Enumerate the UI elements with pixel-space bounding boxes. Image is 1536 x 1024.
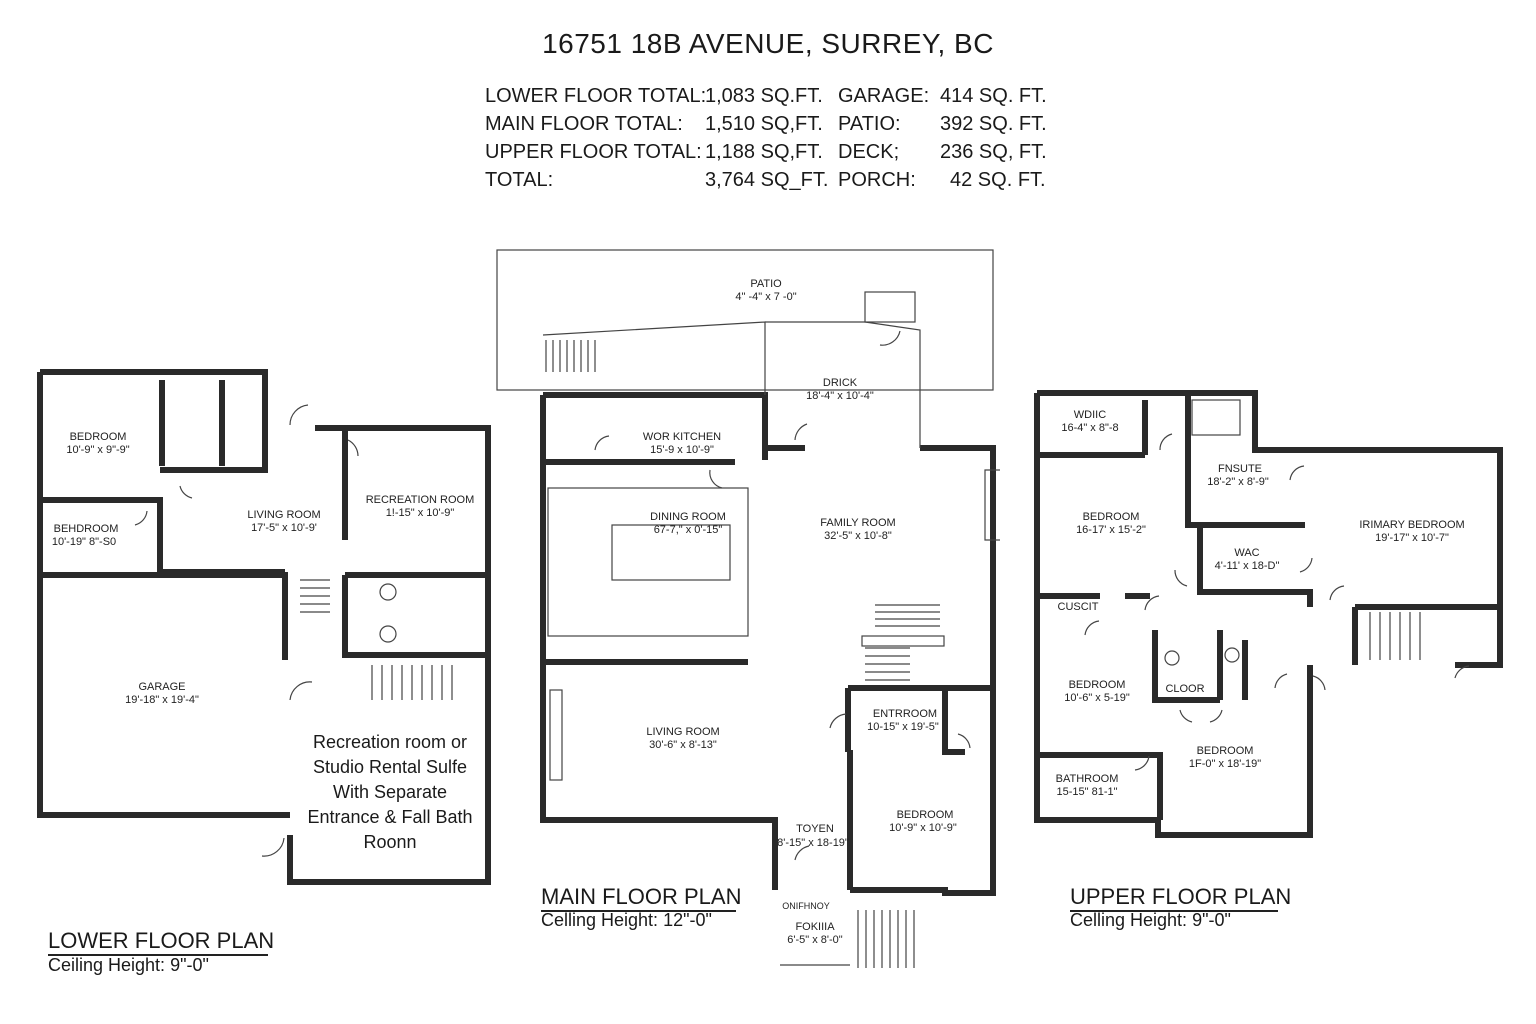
stat-value: 42 SQ. FT.	[950, 169, 1046, 191]
room-name: BEDROOM	[70, 431, 127, 443]
room-name: BEDROOM	[897, 809, 954, 821]
room-dims: 10'-6" x 5-19"	[1064, 692, 1130, 704]
room-name: DINING ROOM	[650, 511, 726, 523]
main-floor-title: MAIN FLOOR PLAN	[541, 884, 742, 909]
room-dims: 1!-15" x 10'-9"	[386, 507, 455, 519]
note-line: With Separate	[332, 782, 448, 802]
note-line: Roonn	[363, 832, 417, 852]
room-dims: 1F-0" x 18'-19"	[1189, 758, 1261, 770]
small-label: ONIFHNOY	[782, 901, 830, 911]
room-dims: 4" -4" x 7 -0"	[735, 291, 796, 303]
room-dims: 19'-17" x 10'-7"	[1375, 532, 1449, 544]
stat-value: 236 SQ, FT.	[940, 141, 1047, 163]
room-name: CUSCIT	[1058, 601, 1099, 613]
main-floor-walls	[540, 392, 996, 896]
stat-label: DECK;	[838, 141, 900, 163]
room-name: CLOOR	[1165, 683, 1204, 695]
room-name: FAMILY ROOM	[820, 517, 895, 529]
room-dims: 4'-11' x 18-D"	[1215, 560, 1280, 572]
title-underline	[541, 910, 736, 912]
room-name: LIVING ROOM	[247, 509, 320, 521]
stat-label: PATIO:	[838, 113, 901, 135]
room-dims: 67-7," x 0'-15"	[654, 524, 723, 536]
stat-value: 3,764 SQ_FT.	[705, 169, 829, 191]
note-line: Entrance & Fall Bath	[307, 807, 473, 827]
stat-value: 1,188 SQ,FT.	[705, 141, 823, 163]
stat-value: 1,083 SQ.FT.	[705, 85, 823, 107]
room-name: WAC	[1234, 547, 1259, 559]
room-dims: 16-4" x 8"-8	[1061, 422, 1118, 434]
room-dims: 32'-5" x 10'-8"	[824, 530, 892, 542]
room-dims: 15'-9 x 10'-9"	[650, 444, 714, 456]
room-name: ENTRROOM	[873, 708, 937, 720]
room-dims: 15-15" 81-1"	[1056, 786, 1117, 798]
stat-label: TOTAL:	[485, 169, 554, 191]
title-underline	[48, 954, 268, 956]
upper-floor-ceiling: Celling Height: 9"-0"	[1070, 910, 1231, 930]
title-underline	[1070, 910, 1278, 912]
stat-value: 414 SQ. FT.	[940, 85, 1047, 107]
main-floor-ceiling: Celling Height: 12"-0"	[541, 910, 712, 930]
room-dims: 10-15" x 19'-5"	[867, 721, 939, 733]
note-line: Recreation room or	[312, 732, 468, 752]
room-dims: 19'-18" x 19'-4"	[125, 694, 199, 706]
room-name: TOYEN	[796, 823, 834, 835]
room-name: DRICK	[823, 377, 858, 389]
room-name: LIVING ROOM	[646, 726, 719, 738]
room-dims: 6'-5" x 8'-0"	[787, 934, 843, 946]
room-dims: 30'-6" x 8'-13"	[649, 739, 717, 751]
room-dims: 10'-19" 8"-S0	[52, 536, 116, 548]
room-name: FOKIIIA	[795, 921, 835, 933]
room-name: BEDROOM	[1083, 511, 1140, 523]
room-name: WDIIC	[1074, 409, 1106, 421]
room-dims: 18'-4" x 10'-4"	[806, 390, 874, 402]
room-dims: 17'-5" x 10'-9'	[251, 522, 317, 534]
room-name: BEDROOM	[1197, 745, 1254, 757]
room-name: IRIMARY BEDROOM	[1359, 519, 1464, 531]
lower-floor-walls	[37, 369, 491, 885]
upper-floor-walls	[1034, 390, 1503, 838]
room-dims: 16-17' x 15'-2"	[1076, 524, 1146, 536]
stat-label: LOWER FLOOR TOTAL:	[485, 85, 707, 107]
property-address: 16751 18B AVENUE, SURREY, BC	[542, 28, 994, 59]
room-name: PATIO	[750, 278, 782, 290]
room-name: BEDROOM	[1069, 679, 1126, 691]
room-name: GARAGE	[138, 681, 185, 693]
lower-floor-ceiling: Ceiling Height: 9"-0"	[48, 955, 209, 975]
room-name: FNSUTE	[1218, 463, 1262, 475]
note-line: Studio Rental Sulfe	[312, 757, 468, 777]
room-dims: 10'-9" x 9"-9"	[66, 444, 129, 456]
room-dims: 8'-15" x 18-19"	[777, 837, 849, 849]
lower-floor-title: LOWER FLOOR PLAN	[48, 928, 275, 953]
door-swings	[134, 330, 1470, 861]
room-name: WOR KITCHEN	[643, 431, 721, 443]
room-name: BATHROOM	[1056, 773, 1119, 785]
stat-label: PORCH:	[838, 169, 916, 191]
upper-floor-title: UPPER FLOOR PLAN	[1070, 884, 1292, 909]
room-name: RECREATION ROOM	[366, 494, 475, 506]
lower-floor-note: Recreation room or Studio Rental Sulfe W…	[292, 730, 488, 855]
stat-label: UPPER FLOOR TOTAL:	[485, 141, 702, 163]
stat-label: GARAGE:	[838, 85, 930, 107]
room-name: BEHDROOM	[54, 523, 119, 535]
stat-label: MAIN FLOOR TOTAL:	[485, 113, 683, 135]
stat-value: 1,510 SQ,FT.	[705, 113, 823, 135]
room-dims: 18'-2" x 8'-9"	[1207, 476, 1269, 488]
room-dims: 10'-9" x 10'-9"	[889, 822, 957, 834]
stat-value: 392 SQ. FT.	[940, 113, 1047, 135]
